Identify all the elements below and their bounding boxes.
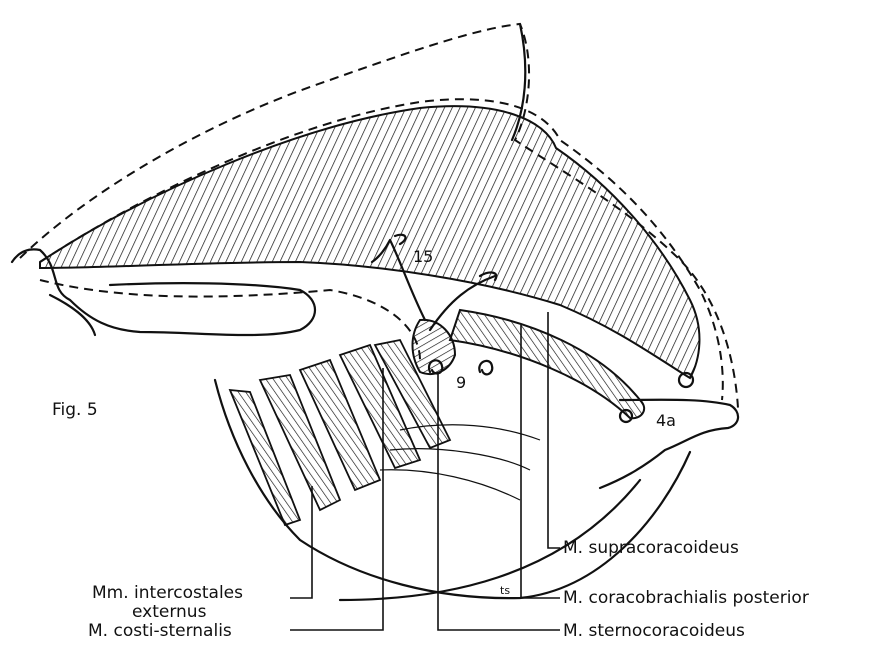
label-intercostales-line2: externus [132,602,207,622]
leader-sternocoracoideus [438,372,560,630]
label-15: 15 [413,247,433,266]
figure-caption: Fig. 5 [52,400,98,420]
label-coracobrachialis: M. coracobrachialis posterior [563,588,809,608]
label-intercostales-line1: Mm. intercostales [92,583,243,603]
label-ts: ts [500,584,510,597]
label-4a: 4a [656,411,676,430]
label-costi-sternalis: M. costi-sternalis [88,621,232,641]
label-sternocoracoideus: M. sternocoracoideus [563,621,745,641]
label-supracoracoideus: M. supracoracoideus [563,538,739,558]
supracoracoideus-muscle [40,106,699,378]
label-9: 9 [456,373,466,392]
sternocoracoideus-muscle [413,320,456,374]
